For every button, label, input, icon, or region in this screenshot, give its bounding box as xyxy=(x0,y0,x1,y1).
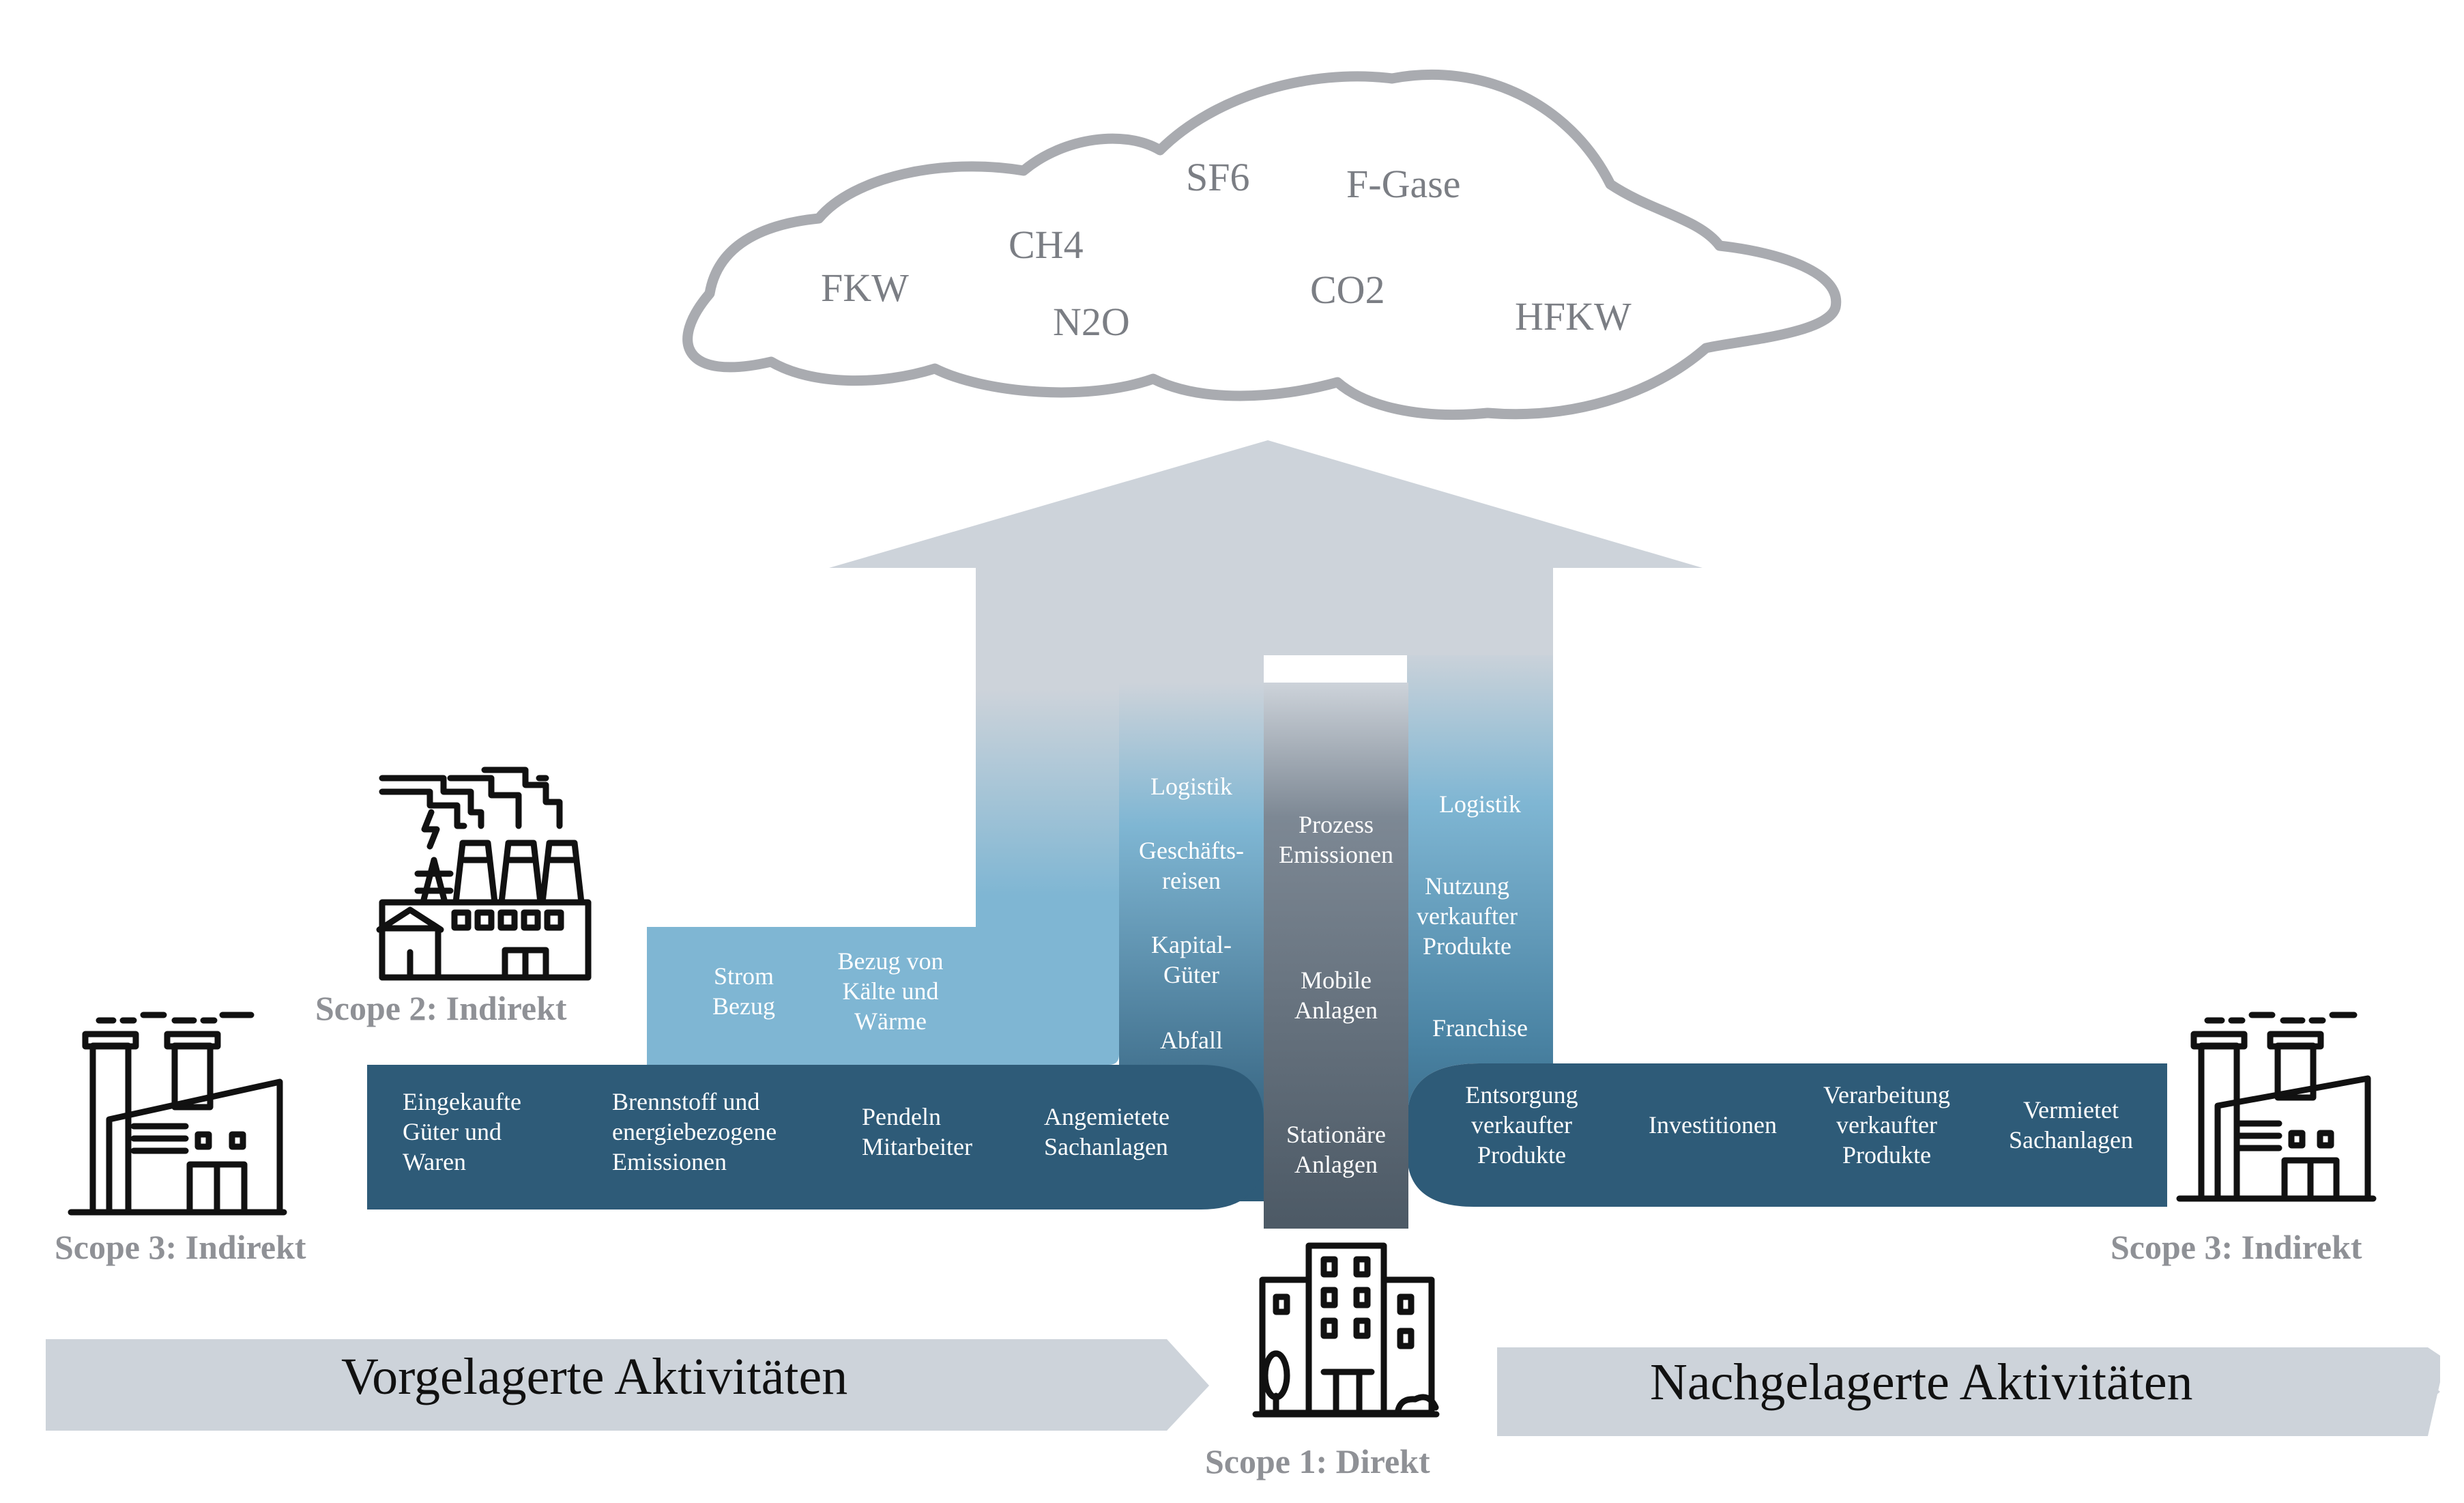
power-plant-icon xyxy=(376,767,592,981)
scope1-item-mobile: Mobile Anlagen xyxy=(1294,967,1378,1024)
scope1-item-stationaer: Stationäre Anlagen xyxy=(1286,1121,1386,1178)
scope2-band xyxy=(647,568,1119,1065)
factory-icon xyxy=(2176,1012,2377,1202)
upstream-item-pendeln: Pendeln Mitarbeiter xyxy=(862,1103,972,1160)
factory-icon xyxy=(68,1012,287,1216)
scope1-column xyxy=(1264,683,1408,1229)
gas-label-n2o: N2O xyxy=(1053,300,1130,344)
downstream-col-logistik: Logistik xyxy=(1438,790,1521,818)
downstream-item-vermietet: Vermietet Sachanlagen xyxy=(2009,1096,2133,1154)
upstream-banner xyxy=(46,1339,1209,1431)
downstream-banner xyxy=(1497,1347,2440,1436)
gas-label-sf6: SF6 xyxy=(1186,155,1250,199)
office-building-icon xyxy=(1252,1242,1440,1418)
downstream-band xyxy=(1407,1063,2167,1207)
scope2-title: Scope 2: Indirekt xyxy=(315,989,567,1027)
scope2-item-strom: Strom Bezug xyxy=(712,962,775,1020)
scope3-left-title: Scope 3: Indirekt xyxy=(55,1228,306,1266)
gas-label-ch4: CH4 xyxy=(1009,223,1084,267)
emissions-cloud xyxy=(682,69,1842,420)
upstream-banner-label: Vorgelagerte Aktivitäten xyxy=(341,1348,848,1405)
upstream-item-brennstoff: Brennstoff und energiebezogene Emissione… xyxy=(612,1088,777,1175)
downstream-banner-tip xyxy=(2388,1347,2440,1436)
scope2-item-kaelte-waerme: Bezug von Kälte und Wärme xyxy=(837,947,944,1035)
gas-label-f-gase: F-Gase xyxy=(1346,162,1461,206)
upward-arrow xyxy=(829,440,1702,655)
downstream-column xyxy=(1407,655,1553,1119)
downstream-item-verarbeitung: Verarbeitung verkaufter Produkte xyxy=(1823,1081,1950,1169)
scope3-right-title: Scope 3: Indirekt xyxy=(2111,1228,2362,1266)
downstream-col-nutzung: Nutzung verkaufter Produkte xyxy=(1417,872,1518,960)
gas-label-fkw: FKW xyxy=(821,266,909,310)
gas-label-hfkw: HFKW xyxy=(1515,294,1632,339)
scope1-item-prozess: Prozess Emissionen xyxy=(1279,811,1393,868)
upstream-item-gueter: Eingekaufte Güter und Waren xyxy=(403,1088,521,1175)
downstream-col-franchise: Franchise xyxy=(1432,1014,1528,1042)
upstream-col-geschaeftsreisen: Geschäfts- reisen xyxy=(1139,837,1244,894)
upstream-col-kapitalgueter: Kapital- Güter xyxy=(1151,931,1232,988)
gas-label-co2: CO2 xyxy=(1310,268,1385,312)
downstream-item-entsorgung: Entsorgung verkaufter Produkte xyxy=(1465,1081,1578,1169)
downstream-banner-label: Nachgelagerte Aktivitäten xyxy=(1650,1354,2193,1411)
upstream-item-angemietete: Angemietete Sachanlagen xyxy=(1044,1103,1170,1160)
upstream-col-logistik: Logistik xyxy=(1150,773,1232,800)
upstream-band xyxy=(367,1065,1264,1209)
upstream-col-abfall: Abfall xyxy=(1160,1027,1223,1054)
downstream-item-investitionen: Investitionen xyxy=(1649,1111,1777,1139)
scope1-title: Scope 1: Direkt xyxy=(1205,1442,1430,1480)
